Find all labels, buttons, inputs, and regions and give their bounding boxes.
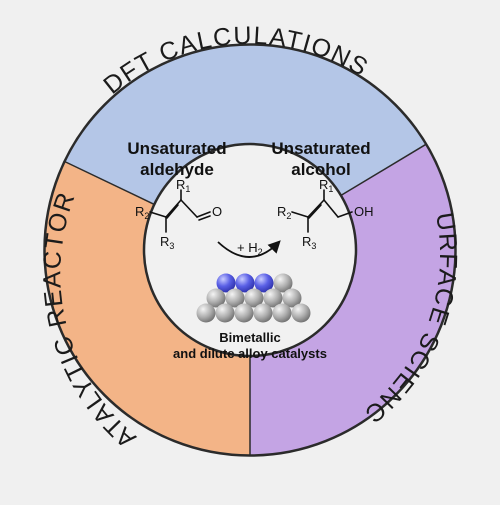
host-atom xyxy=(272,303,292,323)
product-title-line1: Unsaturated xyxy=(271,139,370,158)
outer-ring-outline xyxy=(43,43,457,457)
catalyst-label-line1: Bimetallic xyxy=(219,330,280,345)
host-atom xyxy=(215,303,235,323)
bond xyxy=(196,211,211,218)
bond xyxy=(308,204,322,219)
host-atom xyxy=(263,288,283,308)
host-atom xyxy=(234,303,254,323)
dopant-atom xyxy=(235,273,255,293)
host-atom xyxy=(282,288,302,308)
host-atom xyxy=(253,303,273,323)
reaction-arrow xyxy=(217,240,281,258)
reactant-r2: R2 xyxy=(135,204,149,221)
reactant-r3: R3 xyxy=(160,234,174,251)
bond xyxy=(337,211,353,218)
center-disk xyxy=(142,142,358,358)
bond xyxy=(180,199,198,218)
bond xyxy=(323,199,339,218)
product-r1: R1 xyxy=(319,177,333,194)
catalyst-label-line2: and dilute alloy catalysts xyxy=(173,346,327,361)
dopant-atom xyxy=(216,273,236,293)
host-atom xyxy=(273,273,293,293)
dopant-atom xyxy=(254,273,274,293)
host-atom xyxy=(225,288,245,308)
alcohol-structure xyxy=(291,189,353,233)
product-r3: R3 xyxy=(302,234,316,251)
bond xyxy=(165,199,182,218)
bond xyxy=(291,211,309,218)
divider-line xyxy=(340,143,427,197)
bond xyxy=(307,199,325,218)
product-r2: R2 xyxy=(277,204,291,221)
reactant-oxygen: O xyxy=(212,204,222,219)
bond xyxy=(149,211,167,218)
reactant-r1: R1 xyxy=(176,177,190,194)
aldehyde-structure xyxy=(149,189,211,233)
host-atom xyxy=(291,303,311,323)
bond xyxy=(198,215,211,221)
hydrogen-reagent: + H2 xyxy=(237,240,263,257)
catalyst-atom-cluster xyxy=(196,273,311,323)
host-atom xyxy=(206,288,226,308)
product-title-line2: alcohol xyxy=(291,160,351,179)
reactant-title-line1: Unsaturated xyxy=(127,139,226,158)
reactant-title-line2: aldehyde xyxy=(140,160,214,179)
bond xyxy=(166,204,179,219)
host-atom xyxy=(196,303,216,323)
divider-line xyxy=(64,160,155,206)
product-hydroxyl: OH xyxy=(354,204,374,219)
host-atom xyxy=(244,288,264,308)
